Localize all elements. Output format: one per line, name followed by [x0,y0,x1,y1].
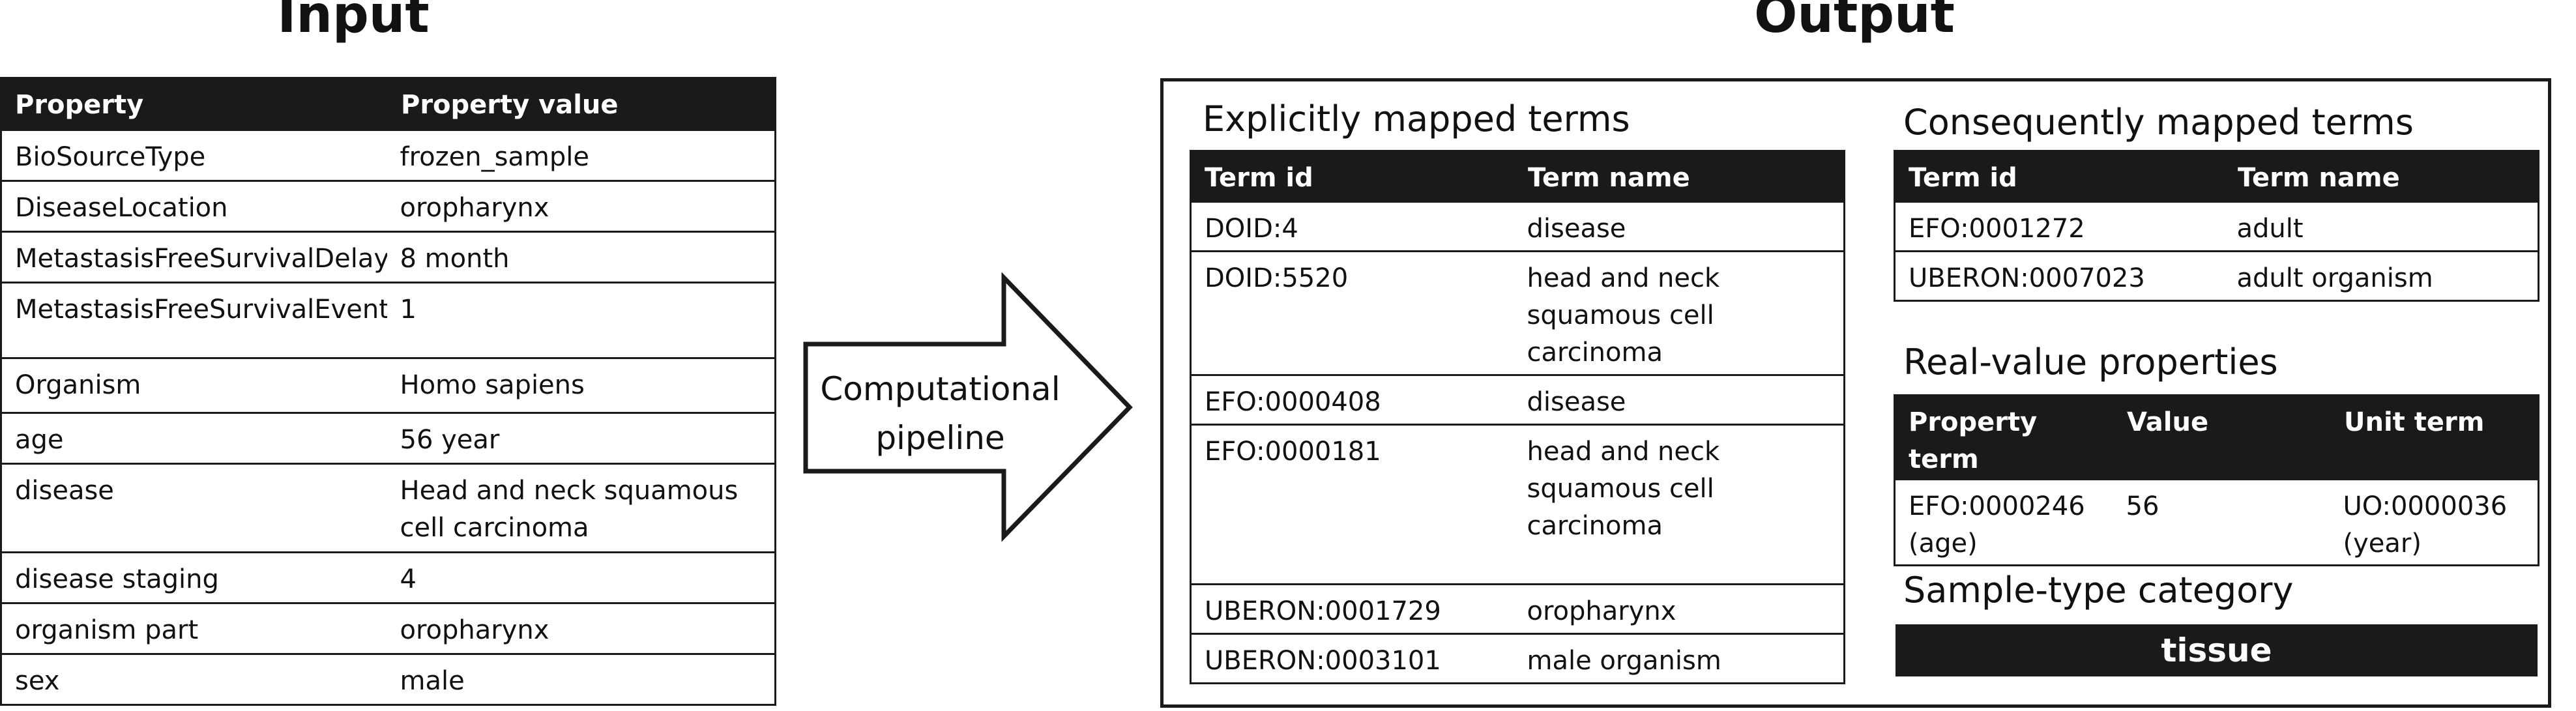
term-name-cell: head and neck squamous cell carcinoma [1514,250,1845,376]
property-value-cell: 8 month [387,231,776,283]
property-cell: sex [0,653,387,706]
property-value-cell: oropharynx [387,602,776,655]
property-value-cell: 56 year [387,412,776,465]
table-row: Organism Homo sapiens [0,357,776,414]
property-value-cell: Homo sapiens [387,357,776,414]
table-row: organism part oropharynx [0,602,776,655]
consequent-terms-table: Term id Term name EFO:0001272 adult UBER… [1894,150,2539,302]
term-name-cell: adult [2223,201,2539,252]
unit-term-cell: UO:0000036 (year) [2330,478,2539,566]
term-name-cell: male organism [1514,633,1845,684]
term-name-cell: oropharynx [1514,583,1845,635]
property-cell: DiseaseLocation [0,180,387,233]
table-row: disease Head and neck squamous cell carc… [0,463,776,553]
table-row: DOID:5520 head and neck squamous cell ca… [1190,250,1845,376]
property-value-cell: male [387,653,776,706]
real-value-table: Property term Value Unit term EFO:000024… [1894,394,2539,566]
property-value-cell: Head and neck squamous cell carcinoma [387,463,776,553]
table-row: EFO:0001272 adult [1894,201,2539,252]
column-header: Term id [1894,150,2225,203]
table-row: UBERON:0001729 oropharynx [1190,583,1845,635]
explicit-terms-header: Term id Term name [1190,150,1845,203]
property-cell: disease [0,463,387,553]
column-header: Property term [1894,394,2114,480]
property-cell: MetastasisFreeSurvivalDelay [0,231,387,283]
property-cell: organism part [0,602,387,655]
property-term-cell: EFO:0000246 (age) [1894,478,2113,566]
table-row: MetastasisFreeSurvivalDelay 8 month [0,231,776,283]
output-frame [1160,78,2551,708]
term-id-cell: UBERON:0003101 [1190,633,1514,684]
property-cell: BioSourceType [0,129,387,182]
property-value-cell: frozen_sample [387,129,776,182]
term-name-cell: adult organism [2223,250,2539,302]
column-header: Property [0,77,388,131]
pipeline-label: Computational pipeline [820,370,1061,457]
pipeline-arrow [803,272,1133,542]
table-row: UBERON:0007023 adult organism [1894,250,2539,302]
table-row: disease staging 4 [0,551,776,604]
table-row: BioSourceType frozen_sample [0,129,776,182]
explicit-terms-title: Explicitly mapped terms [1203,98,1630,139]
column-header: Value [2112,394,2331,480]
term-id-cell: UBERON:0007023 [1894,250,2224,302]
term-name-cell: head and neck squamous cell carcinoma [1514,424,1845,585]
property-value-cell: oropharynx [387,180,776,233]
input-table: Property Property value BioSourceType fr… [0,77,776,706]
property-cell: age [0,412,387,465]
term-id-cell: EFO:0000408 [1190,374,1514,426]
explicit-terms-table: Term id Term name DOID:4 disease DOID:55… [1190,150,1845,684]
consequent-terms-title: Consequently mapped terms [1903,102,2414,143]
term-id-cell: EFO:0001272 [1894,201,2224,252]
column-header: Term name [1513,150,1845,203]
input-table-header: Property Property value [0,77,776,131]
table-row: MetastasisFreeSurvivalEvent 1 [0,282,776,359]
column-header: Unit term [2329,394,2539,480]
table-row: DOID:4 disease [1190,201,1845,252]
output-heading: Output [1754,0,1955,44]
term-id-cell: UBERON:0001729 [1190,583,1514,635]
table-row: EFO:0000246 (age) 56 UO:0000036 (year) [1894,478,2539,566]
real-value-title: Real-value properties [1903,341,2278,383]
property-cell: Organism [0,357,387,414]
term-name-cell: disease [1514,374,1845,426]
term-id-cell: DOID:5520 [1190,250,1514,376]
table-row: EFO:0000408 disease [1190,374,1845,426]
sample-type-value: tissue [1895,624,2538,676]
property-cell: MetastasisFreeSurvivalEvent [0,282,387,359]
term-name-cell: disease [1514,201,1845,252]
input-heading: Input [277,0,430,44]
property-cell: disease staging [0,551,387,604]
table-row: DiseaseLocation oropharynx [0,180,776,233]
column-header: Property value [386,77,776,131]
property-value-cell: 1 [387,282,776,359]
table-row: EFO:0000181 head and neck squamous cell … [1190,424,1845,585]
table-row: UBERON:0003101 male organism [1190,633,1845,684]
table-row: age 56 year [0,412,776,465]
term-id-cell: EFO:0000181 [1190,424,1514,585]
consequent-terms-header: Term id Term name [1894,150,2539,203]
value-cell: 56 [2113,478,2330,566]
sample-type-title: Sample-type category [1903,570,2294,611]
property-value-cell: 4 [387,551,776,604]
column-header: Term id [1190,150,1515,203]
term-id-cell: DOID:4 [1190,201,1514,252]
column-header: Term name [2223,150,2539,203]
table-row: sex male [0,653,776,706]
real-value-header: Property term Value Unit term [1894,394,2539,480]
